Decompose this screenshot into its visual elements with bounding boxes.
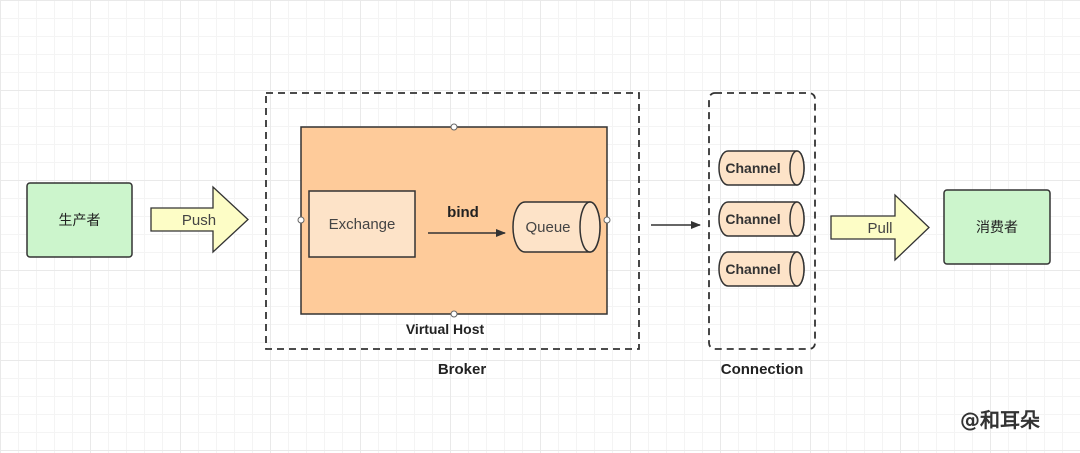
- consumer-label: 消费者: [976, 220, 1018, 236]
- pull-label: Pull: [867, 220, 892, 237]
- channel-label: Channel: [725, 261, 780, 277]
- channel-2[interactable]: Channel: [718, 201, 805, 237]
- queue-label: Queue: [525, 219, 570, 236]
- vhost-handle-right[interactable]: [603, 216, 611, 224]
- broker-label: Broker: [438, 361, 487, 378]
- vhost-handle-left[interactable]: [297, 216, 305, 224]
- queue-node[interactable]: Queue: [512, 201, 601, 253]
- channel-1[interactable]: Channel: [718, 150, 805, 186]
- connection-container: Connection: [708, 92, 816, 378]
- vhost-handle-top[interactable]: [450, 123, 458, 131]
- push-arrow: Push: [150, 185, 249, 254]
- consumer-node[interactable]: 消费者: [943, 189, 1051, 265]
- channel-label: Channel: [725, 211, 780, 227]
- virtual-host-label: Virtual Host: [406, 321, 485, 337]
- pull-arrow: Pull: [830, 193, 930, 262]
- producer-node[interactable]: 生产者: [26, 182, 133, 258]
- bind-label: bind: [447, 204, 479, 221]
- channel-label: Channel: [725, 160, 780, 176]
- exchange-label: Exchange: [329, 216, 396, 233]
- watermark-text: @和耳朵: [960, 408, 1040, 432]
- broker-container: Broker: [265, 92, 640, 378]
- vhost-handle-bottom[interactable]: [450, 310, 458, 318]
- push-label: Push: [182, 212, 216, 229]
- bind-arrow: bind: [428, 204, 506, 237]
- producer-label: 生产者: [59, 213, 101, 229]
- channel-3[interactable]: Channel: [718, 251, 805, 287]
- connection-label: Connection: [721, 361, 804, 378]
- exchange-node[interactable]: Exchange: [308, 190, 416, 258]
